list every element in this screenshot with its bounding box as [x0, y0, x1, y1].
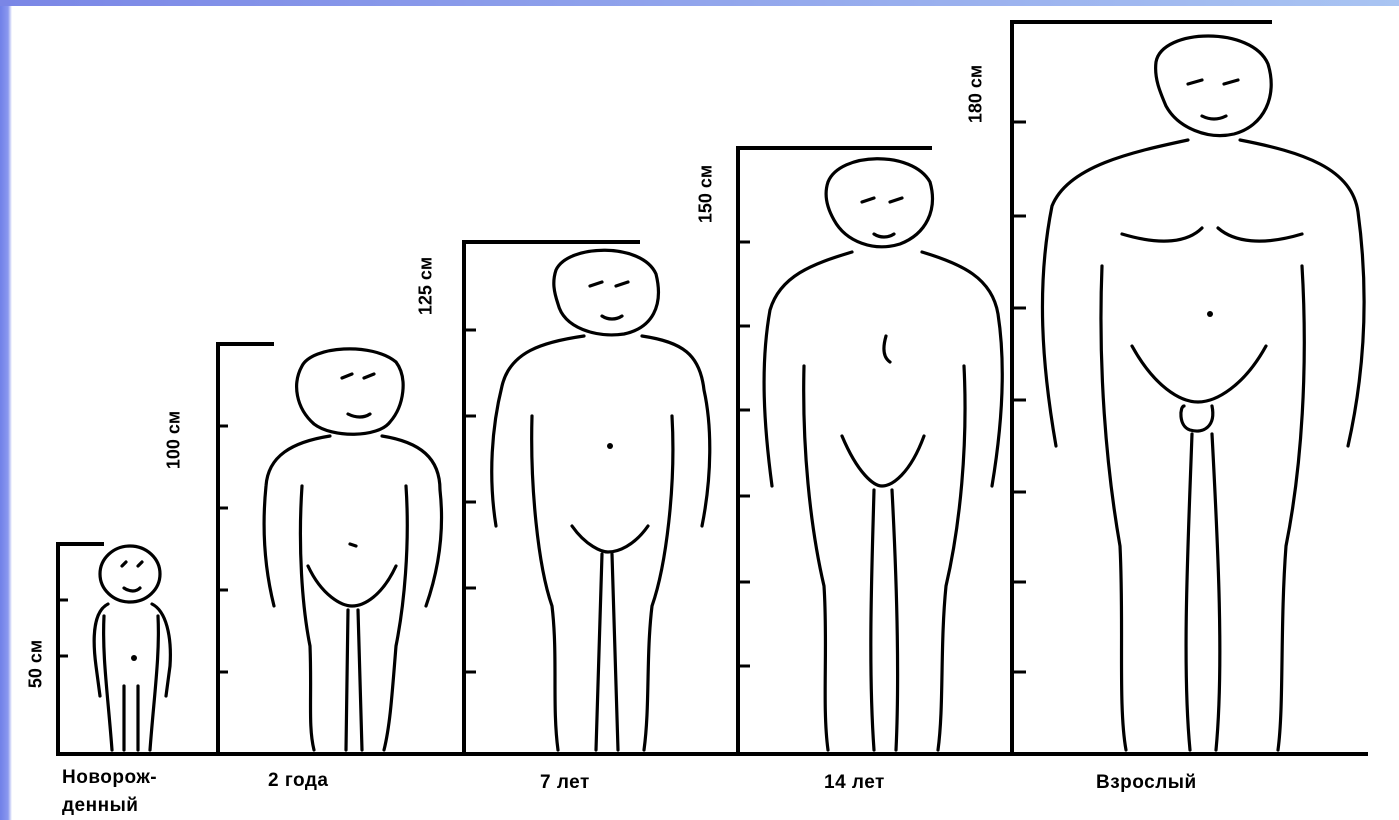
- diagram-canvas: 50 см 100 см 125 см 150 см 180 см Новоро…: [12, 6, 1399, 816]
- figure-2-years: [264, 349, 441, 750]
- figure-adult: [1042, 36, 1364, 750]
- frame-newborn: [58, 544, 104, 754]
- age-label-adult: Взрослый: [1096, 772, 1197, 794]
- figure-7-years: [492, 250, 710, 750]
- height-label-180: 180 см: [966, 65, 987, 123]
- height-label-125: 125 см: [416, 257, 437, 315]
- age-label-newborn-line1: Новорож-: [62, 764, 157, 792]
- growth-diagram-svg: [12, 6, 1399, 816]
- age-label-newborn: Новорож- денный: [62, 764, 157, 820]
- height-label-100: 100 см: [164, 411, 185, 469]
- figure-newborn: [94, 546, 170, 750]
- age-label-2-years: 2 года: [268, 770, 329, 792]
- height-label-150: 150 см: [696, 165, 717, 223]
- figure-14-years: [764, 159, 1002, 750]
- age-label-7-years: 7 лет: [540, 772, 590, 794]
- height-label-50: 50 см: [26, 640, 47, 688]
- age-label-14-years: 14 лет: [824, 772, 885, 794]
